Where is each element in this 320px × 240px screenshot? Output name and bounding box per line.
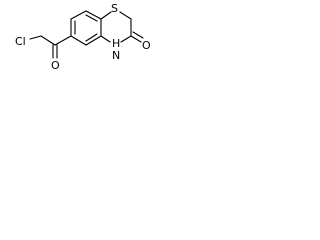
lactam-carbonyl-double-bond-1	[130, 35, 142, 43]
nitrogen-atom-label: N	[112, 49, 120, 62]
benzene-ring	[70, 10, 102, 46]
ketone-oxygen-atom-label: O	[51, 59, 60, 72]
thiazine-ring	[100, 11, 144, 43]
chlorine-atom-label: Cl	[15, 35, 26, 48]
ring-acyl-bond	[54, 35, 72, 46]
aromatic-double-bond-a	[85, 14, 98, 22]
methylene-chlorine-bond	[29, 35, 42, 40]
ring-bond-3	[85, 35, 102, 46]
ring-bond-4	[70, 35, 87, 46]
lactam-carbonyl-double-bond-2	[132, 31, 144, 39]
nitrogen-ring-carbon-bond	[100, 35, 111, 43]
sulfur-atom-label: S	[111, 2, 118, 15]
nitrogen-hydrogen-label: H	[112, 37, 120, 50]
sulfur-methylene-bond	[119, 11, 132, 20]
aromatic-double-bond-b	[85, 33, 98, 42]
ring-carbon-sulfur-bond	[100, 11, 112, 20]
chloroacetyl-group	[29, 35, 72, 59]
carbonyl-nitrogen-bond	[120, 35, 132, 43]
ring-bond-1	[85, 10, 102, 20]
acyl-methylene-bond	[40, 35, 56, 46]
chemical-structure-diagram: S Cl O O N H	[15, 2, 151, 72]
lactam-oxygen-atom-label: O	[142, 39, 151, 52]
ring-bond-6	[70, 10, 87, 20]
